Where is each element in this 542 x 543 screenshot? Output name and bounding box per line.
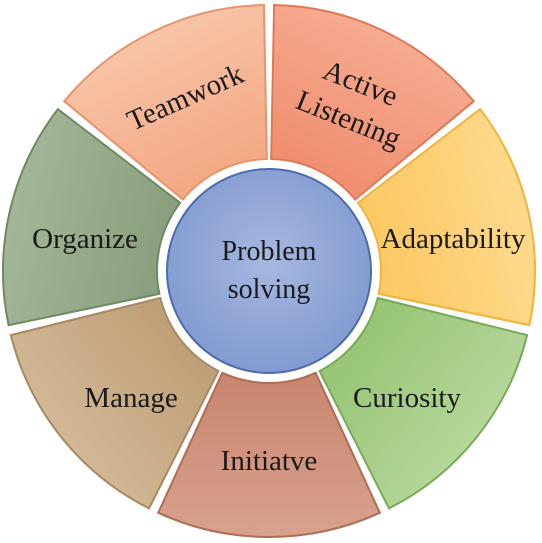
segment-manage xyxy=(9,296,220,510)
segment-organize xyxy=(2,107,182,327)
segment-active xyxy=(270,4,476,201)
segment-label-curiosity: Curiosity xyxy=(353,382,461,414)
center-circle xyxy=(166,168,372,374)
segment-teamwork xyxy=(62,4,268,201)
segment-adaptability xyxy=(356,107,536,327)
segment-initiative xyxy=(156,371,382,538)
segment-label-manage: Manage xyxy=(84,382,177,414)
segment-label-initiative: Initiatve xyxy=(221,445,318,477)
segment-curiosity xyxy=(318,296,529,510)
center-label-line2: solving xyxy=(228,274,310,305)
segment-label-adaptability: Adaptability xyxy=(381,223,526,255)
center-label-line1: Problem xyxy=(222,236,317,267)
segments-layer xyxy=(2,4,536,538)
segment-label-organize: Organize xyxy=(32,223,138,255)
